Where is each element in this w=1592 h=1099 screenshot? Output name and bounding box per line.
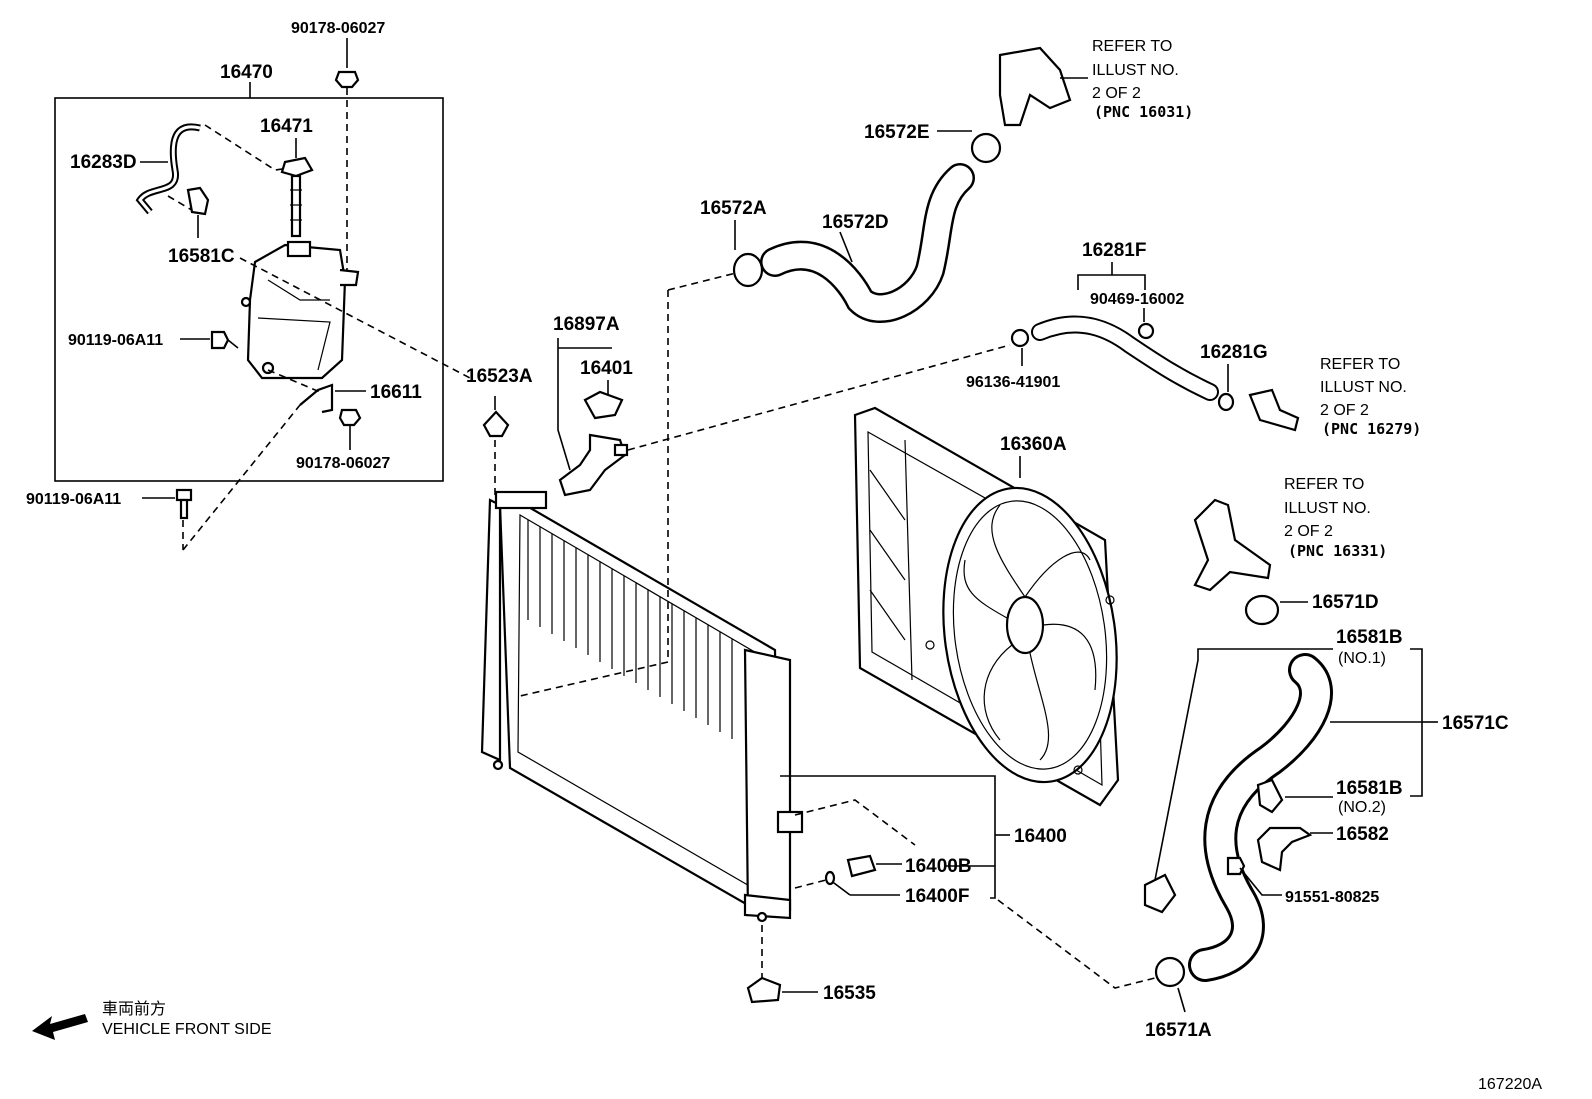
svg-text:REFER TO: REFER TO — [1320, 356, 1400, 373]
label-16572A: 16572A — [700, 198, 767, 219]
refer-note-16031: REFER TO ILLUST NO. 2 OF 2 (PNC 16031) — [1092, 38, 1193, 121]
label-no2: (NO.2) — [1338, 799, 1386, 816]
label-16581B-no1: 16581B — [1336, 627, 1403, 648]
label-16471: 16471 — [260, 116, 313, 137]
bracket-16611-icon — [299, 383, 334, 414]
clip-96136-icon — [1010, 328, 1030, 348]
radiator-cap-icon — [583, 390, 624, 420]
diagram-id: 167220A — [1478, 1076, 1542, 1093]
vehicle-front-jp-label: 車両前方 — [102, 1000, 166, 1018]
label-16572E: 16572E — [864, 122, 930, 143]
label-16571C: 16571C — [1442, 713, 1509, 734]
label-16581C: 16581C — [168, 246, 235, 267]
bushing-16523A-icon — [482, 410, 510, 438]
label-16283D: 16283D — [70, 152, 137, 173]
label-90178-06027-bottom: 90178-06027 — [296, 455, 390, 472]
label-16572D: 16572D — [822, 212, 889, 233]
pipe-16279-icon — [1248, 388, 1300, 432]
label-16281G: 16281G — [1200, 342, 1268, 363]
clamp-16281G-icon — [1217, 392, 1235, 412]
label-16581B-no2: 16581B — [1336, 778, 1403, 799]
clip-90469-icon — [1137, 322, 1155, 340]
svg-text:2 OF 2: 2 OF 2 — [1092, 85, 1141, 102]
label-16523A: 16523A — [466, 366, 533, 387]
label-16535: 16535 — [823, 983, 876, 1004]
svg-text:REFER TO: REFER TO — [1284, 476, 1364, 493]
clamp-16572A-icon — [732, 252, 764, 288]
svg-text:2 OF 2: 2 OF 2 — [1284, 523, 1333, 540]
label-16401: 16401 — [580, 358, 633, 379]
label-16470: 16470 — [220, 62, 273, 83]
bolt-icon — [210, 330, 230, 350]
o-ring-icon — [824, 870, 836, 886]
nut-icon — [334, 70, 360, 89]
fan-shroud-icon — [853, 406, 1120, 807]
clamp-16581C-icon — [186, 186, 210, 216]
radiator-icon — [480, 490, 804, 923]
svg-text:(PNC 16331): (PNC 16331) — [1288, 542, 1387, 560]
label-16400B: 16400B — [905, 856, 972, 877]
label-16571A: 16571A — [1145, 1020, 1212, 1041]
label-90178-06027-top: 90178-06027 — [291, 20, 385, 37]
svg-text:ILLUST NO.: ILLUST NO. — [1092, 62, 1179, 79]
clamp-16571D-icon — [1244, 594, 1280, 626]
svg-text:(PNC 16279): (PNC 16279) — [1322, 420, 1421, 438]
label-91551-80825: 91551-80825 — [1285, 889, 1379, 906]
label-90469-16002: 90469-16002 — [1090, 291, 1184, 308]
vehicle-front-label: VEHICLE FRONT SIDE — [102, 1021, 272, 1038]
reservoir-group-box — [54, 97, 444, 482]
svg-text:(PNC 16031): (PNC 16031) — [1094, 103, 1193, 121]
label-16897A: 16897A — [553, 314, 620, 335]
clamp-16581B-no1-icon — [1143, 873, 1177, 914]
clamp-16581B-no2-icon — [1256, 778, 1284, 814]
svg-text:2 OF 2: 2 OF 2 — [1320, 402, 1369, 419]
svg-text:REFER TO: REFER TO — [1092, 38, 1172, 55]
nut-bottom-icon — [338, 408, 362, 427]
label-16611: 16611 — [370, 382, 422, 403]
label-96136-41901: 96136-41901 — [966, 374, 1060, 391]
reservoir-tank-icon — [246, 243, 347, 380]
clamp-16571A-icon — [1154, 956, 1186, 988]
label-16582: 16582 — [1336, 824, 1389, 845]
bracket-16582-icon — [1256, 826, 1313, 872]
label-16360A: 16360A — [1000, 434, 1067, 455]
svg-text:ILLUST NO.: ILLUST NO. — [1320, 379, 1407, 396]
refer-note-16331: REFER TO ILLUST NO. 2 OF 2 (PNC 16331) — [1284, 476, 1387, 560]
clamp-16572E-icon — [970, 132, 1002, 164]
level-gauge-icon — [290, 174, 302, 238]
refer-note-16279: REFER TO ILLUST NO. 2 OF 2 (PNC 16279) — [1320, 356, 1421, 438]
vehicle-front-arrow-icon — [32, 1014, 88, 1040]
water-inlet-icon — [1193, 498, 1272, 592]
label-16400: 16400 — [1014, 826, 1067, 847]
bolt-outer-icon — [175, 488, 193, 502]
label-no1: (NO.1) — [1338, 650, 1386, 667]
label-16571D: 16571D — [1312, 592, 1379, 613]
label-90119-06A11-outer: 90119-06A11 — [26, 491, 121, 508]
label-90119-06A11-inner: 90119-06A11 — [68, 332, 163, 349]
reservoir-cap-icon — [280, 156, 314, 178]
svg-text:ILLUST NO.: ILLUST NO. — [1284, 500, 1371, 517]
water-outlet-icon — [998, 46, 1072, 127]
bolt-91551-icon — [1226, 856, 1246, 876]
label-16400F: 16400F — [905, 886, 969, 907]
drain-cock-icon — [846, 854, 877, 878]
label-16281F: 16281F — [1082, 240, 1146, 261]
cushion-16535-icon — [746, 976, 782, 1004]
